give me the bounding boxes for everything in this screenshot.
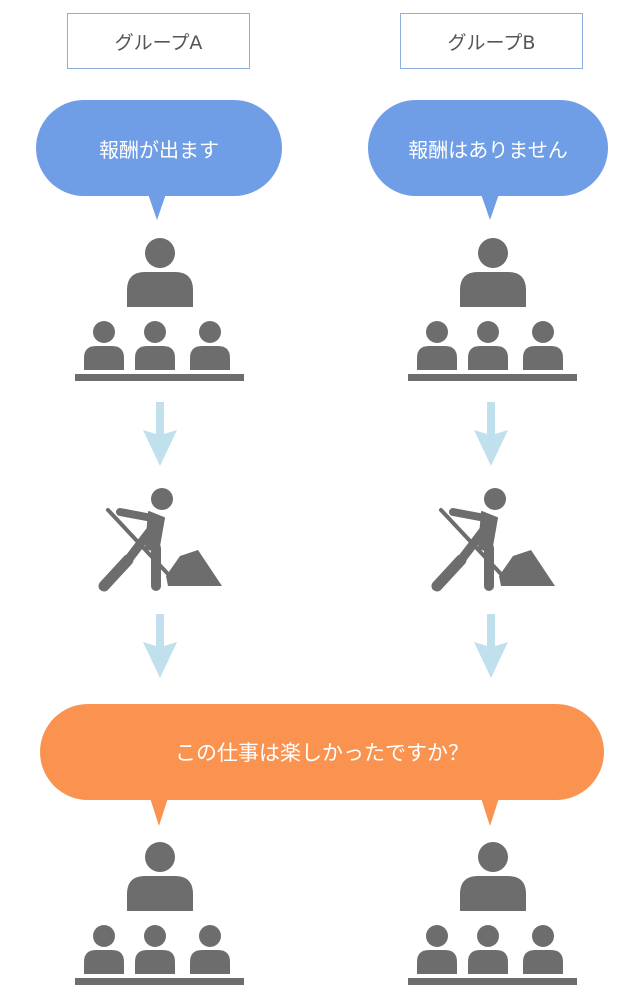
group-b-message-bubble: 報酬はありません [368, 100, 608, 196]
arrow-down-icon [474, 614, 508, 678]
group-a-label: グループA [67, 13, 250, 69]
audience-icon [75, 238, 244, 381]
arrow-down-icon [474, 402, 508, 466]
group-b-message: 報酬はありません [408, 137, 568, 162]
audience-icon [75, 842, 244, 985]
group-b-bubble-tail [481, 194, 499, 220]
group-a-bubble-tail [148, 194, 166, 220]
arrow-down-icon [143, 614, 177, 678]
question-bubble: この仕事は楽しかったですか？ [40, 704, 604, 800]
question-bubble-tail-left [150, 798, 168, 826]
shoveling-worker-icon [98, 488, 222, 592]
question-text: この仕事は楽しかったですか？ [175, 741, 469, 765]
arrow-down-icon [143, 402, 177, 466]
shoveling-worker-icon [431, 488, 555, 592]
group-a-message-bubble: 報酬が出ます [36, 100, 282, 196]
audience-icon [408, 238, 577, 381]
group-a-message: 報酬が出ます [99, 137, 219, 162]
group-b-label: グループB [400, 13, 583, 69]
audience-icon [408, 842, 577, 985]
question-bubble-tail-right [481, 798, 499, 826]
